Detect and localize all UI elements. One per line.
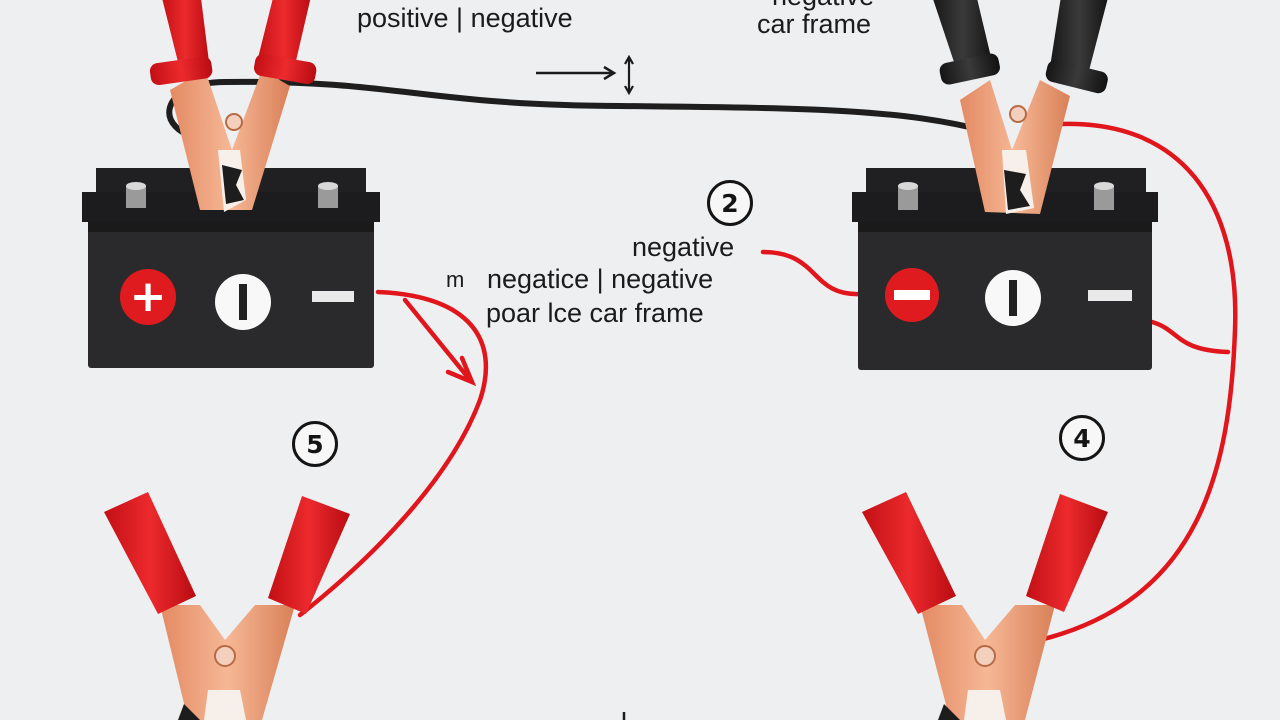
red-cable-left [297,289,489,618]
battery-left-terminal-1: + [130,271,167,322]
red-cable-right [760,121,1238,643]
clamp-top-right-black [933,0,1108,214]
battery-left-post-positive [126,182,146,208]
clamp-top-left-red [149,0,317,212]
label-mid-2: negatice | negative [487,264,714,294]
arrow-right-icon [536,65,617,81]
label-top-right-2: car frame [757,9,872,39]
battery-right-post-left [898,182,918,210]
step-number-2: 2 [707,180,753,226]
clamp-bottom-left-red [104,492,350,720]
clamp-bottom-right-red [862,492,1108,720]
minus-symbol-icon [1088,290,1132,301]
positive-symbol-icon [120,269,176,325]
label-top-left: positive | negative [357,3,573,33]
battery-left-post-negative [318,182,338,208]
step-number-5: 5 [292,421,338,467]
black-cable [166,78,993,143]
step-number-4: 4 [1059,415,1105,461]
label-mid-3: poar lce car frame [486,298,704,328]
label-top-right: negative [772,0,874,11]
minus-symbol-icon [312,291,354,302]
label-mid-1: negative [632,232,735,262]
label-mid-2-prefix: m [446,267,465,292]
double-arrow-vertical-icon [624,54,634,96]
battery-right-post-right [1094,182,1114,210]
